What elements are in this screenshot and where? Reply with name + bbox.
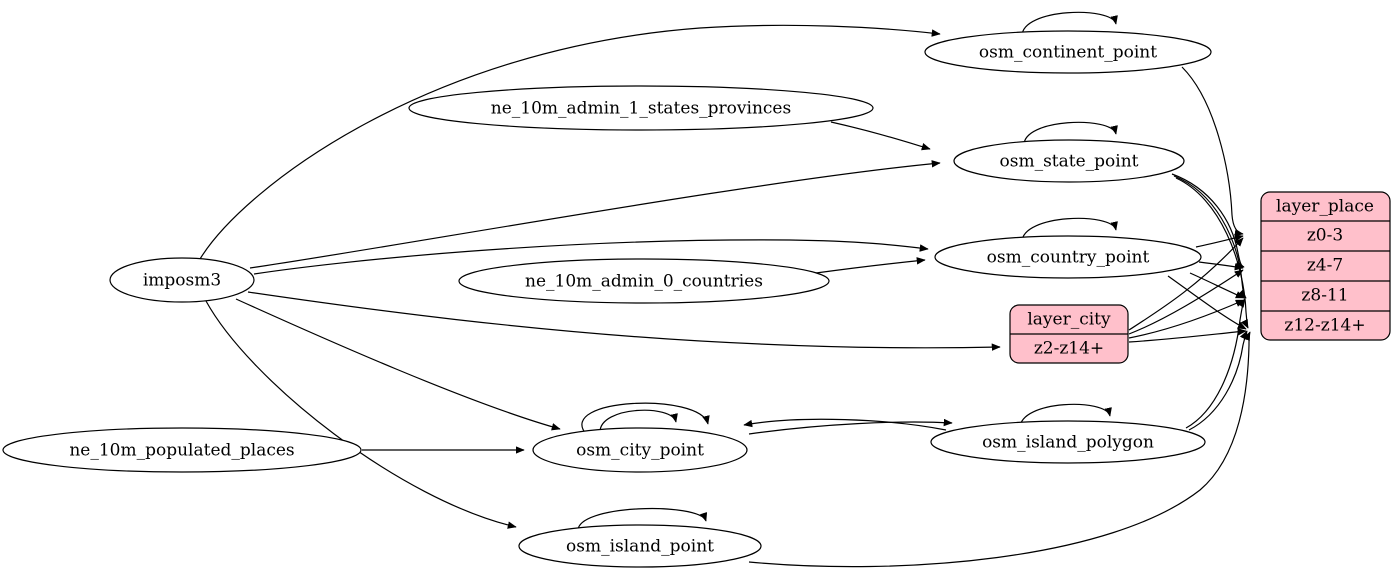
node-label-osm_city_point: osm_city_point [576, 441, 704, 461]
node-label-ne_10m_admin_0_countries: ne_10m_admin_0_countries [525, 272, 763, 292]
node-label-imposm3: imposm3 [143, 271, 221, 291]
edge-osm_country_point-z4-7 [1198, 261, 1244, 271]
edge-imposm3-osm_country_point [253, 239, 929, 275]
node-osm_city_point[interactable]: osm_city_point [532, 427, 748, 473]
edge-osm_island_polygon-z8-11 [1185, 298, 1246, 429]
edge-imposm3-layer_city [247, 291, 1001, 351]
edge-osm_city_point-osm_island_polygon [748, 418, 953, 435]
selfloop-osm_state_point [1023, 121, 1118, 147]
selfloop-osm_city_point-outer [581, 402, 710, 435]
edge-osm_island_polygon-z12-z14 [1188, 330, 1248, 431]
node-ne_10m_admin_0_countries[interactable]: ne_10m_admin_0_countries [458, 258, 830, 304]
edges-layer [199, 11, 1251, 568]
edge-osm_country_point-z0-3 [1195, 234, 1244, 248]
edge-osm_island_polygon-layer_city [743, 418, 947, 431]
node-imposm3[interactable]: imposm3 [109, 257, 255, 303]
node-osm_state_point[interactable]: osm_state_point [953, 139, 1185, 183]
node-label-osm_continent_point: osm_continent_point [979, 43, 1157, 63]
node-label-ne_10m_populated_places: ne_10m_populated_places [69, 441, 294, 461]
edge-imposm3-osm_continent_point [199, 24, 941, 260]
edge-layer_city-z4-7 [1128, 269, 1244, 335]
record-title-layer_city: layer_city [1027, 310, 1111, 330]
edge-osm_continent_point-z0-3 [1181, 66, 1244, 237]
selfloop-osm_island_polygon [1019, 403, 1112, 429]
edge-imposm3-osm_state_point [249, 160, 941, 269]
edge-imposm3-osm_island_point [205, 300, 517, 529]
selfloop-osm_island_point [577, 507, 708, 533]
edge-osm_country_point-z8-11 [1189, 272, 1245, 299]
edge-ne1-osm_state_point [830, 121, 931, 151]
edge-imposm3-osm_city_point [235, 298, 561, 431]
edge-ne0-osm_country_point [815, 257, 926, 274]
node-osm_island_polygon[interactable]: osm_island_polygon [930, 420, 1206, 464]
record-node-layer_place[interactable]: layer_place z0-3 z4-7 z8-11 z12-z14+ [1260, 191, 1391, 341]
edge-osm_state_point-z8-11 [1173, 175, 1247, 299]
node-label-osm_state_point: osm_state_point [1000, 152, 1139, 172]
selfloop-osm_continent_point [1021, 11, 1118, 37]
selfloop-osm_country_point [1021, 217, 1118, 243]
node-osm_continent_point[interactable]: osm_continent_point [924, 30, 1212, 74]
edge-layer_city-z0-3 [1128, 237, 1244, 331]
node-label-osm_island_polygon: osm_island_polygon [982, 433, 1154, 453]
edge-layer_city-z12-z14 [1128, 328, 1247, 343]
nodes-layer: imposm3 ne_10m_admin_1_states_provinces … [2, 30, 1391, 568]
edge-osm_country_point-z12-z14 [1167, 275, 1247, 330]
edge-osm_island_point-z12-z14 [748, 331, 1251, 568]
node-osm_island_point[interactable]: osm_island_point [518, 524, 762, 568]
node-osm_country_point[interactable]: osm_country_point [934, 235, 1202, 279]
node-label-ne_10m_admin_1_states_provinces: ne_10m_admin_1_states_provinces [491, 99, 791, 119]
selfloop-osm_city_point-inner [599, 409, 678, 433]
node-label-osm_island_point: osm_island_point [566, 537, 714, 557]
edge-layer_city-z8-11 [1128, 299, 1245, 339]
record-title-layer_place: layer_place [1276, 197, 1374, 217]
record-row-layer_place-2[interactable]: z8-11 [1301, 286, 1348, 306]
node-ne_10m_admin_1_states_provinces[interactable]: ne_10m_admin_1_states_provinces [408, 85, 874, 131]
record-row-layer_city-0[interactable]: z2-z14+ [1034, 339, 1104, 359]
node-label-osm_country_point: osm_country_point [987, 248, 1150, 268]
node-ne_10m_populated_places[interactable]: ne_10m_populated_places [2, 427, 362, 473]
record-row-layer_place-0[interactable]: z0-3 [1307, 226, 1343, 246]
record-row-layer_place-1[interactable]: z4-7 [1307, 256, 1343, 276]
record-node-layer_city[interactable]: layer_city z2-z14+ [1009, 304, 1129, 364]
record-row-layer_place-3[interactable]: z12-z14+ [1284, 316, 1365, 336]
